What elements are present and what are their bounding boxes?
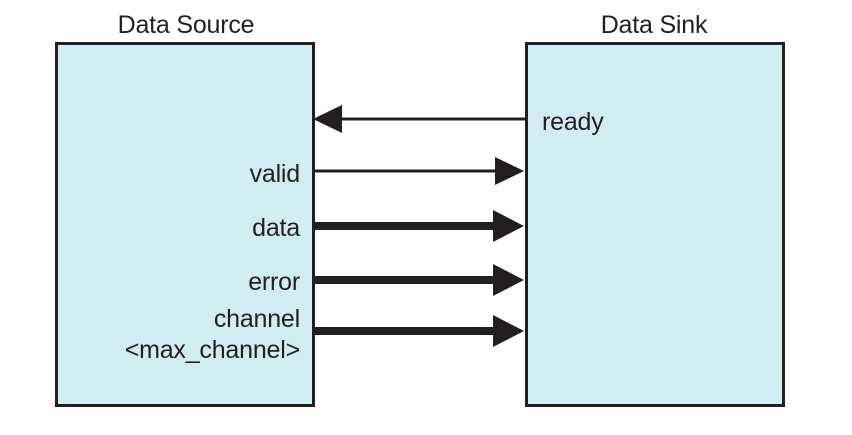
signal-error-arrowhead-right xyxy=(493,264,524,296)
signal-channel-arrowhead-right xyxy=(493,315,524,347)
signal-channel-width-label: <max_channel> xyxy=(125,336,300,364)
signal-data-arrowhead-right xyxy=(493,210,524,242)
signal-ready-label: ready xyxy=(542,108,604,136)
signal-valid: valid xyxy=(250,157,524,188)
signal-valid-label: valid xyxy=(250,160,300,188)
signal-channel: channel <max_channel> xyxy=(125,305,524,364)
signal-data-label: data xyxy=(252,214,300,242)
signal-data: data xyxy=(252,210,524,242)
signal-ready: ready xyxy=(313,105,604,136)
signal-ready-arrowhead-left xyxy=(313,105,342,133)
signal-error: error xyxy=(248,264,524,296)
data-sink-box xyxy=(525,42,785,407)
signal-channel-label: channel xyxy=(214,305,300,333)
signal-error-label: error xyxy=(248,268,300,296)
data-source-title: Data Source xyxy=(118,11,255,39)
signal-valid-arrowhead-right xyxy=(495,157,524,185)
data-source-box xyxy=(55,42,315,407)
data-sink-title: Data Sink xyxy=(601,11,708,39)
